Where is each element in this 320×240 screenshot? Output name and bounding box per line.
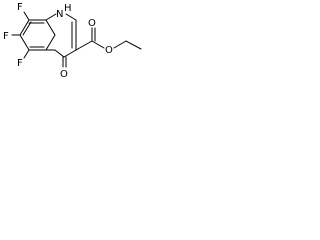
bond [19, 19, 30, 36]
atom-label-f-bottom: F [17, 58, 23, 69]
atom-label-o-ester-ether: O [105, 45, 113, 56]
bond [45, 13, 57, 21]
bond [75, 40, 93, 51]
atom-label-h: H [64, 3, 72, 14]
bond [19, 34, 30, 51]
bond [125, 40, 142, 50]
atom-label-o-ketone: O [60, 69, 68, 80]
bond [63, 49, 77, 58]
bond [113, 40, 127, 49]
bond [23, 49, 30, 59]
bonds [11, 11, 142, 68]
molecule-diagram: F F F N H O O O [0, 0, 160, 93]
atom-label-f-middle: F [3, 31, 9, 42]
atom-label-n: N [56, 9, 63, 20]
bond [22, 21, 32, 36]
structure-drawing: F F F N H O O O [3, 2, 142, 80]
atom-label-f-top: F [17, 2, 23, 13]
atom-label-o-ester-carbonyl: O [88, 18, 96, 29]
bond [65, 13, 77, 21]
atom-labels: F F F N H O O O [3, 2, 113, 80]
bond [45, 19, 56, 36]
bond [45, 34, 56, 51]
bond [54, 49, 65, 58]
bond [91, 40, 105, 49]
bond [23, 11, 30, 21]
